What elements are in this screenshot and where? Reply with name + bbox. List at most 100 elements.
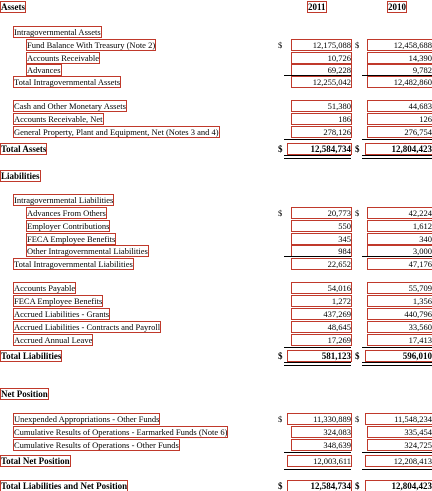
value-2011-unexpended-appropriations: 11,330,889 <box>287 413 352 425</box>
subtotal-rule <box>362 75 432 76</box>
value-2011-total-liabilities: 581,123 <box>287 350 352 362</box>
value-2011-accrued-grants: 437,269 <box>291 308 352 320</box>
subtotal-rule <box>362 256 432 257</box>
subtotal-rule <box>362 452 432 453</box>
total-double-rule <box>284 155 351 159</box>
value-2011-accrued-contracts-payroll: 48,645 <box>291 321 352 333</box>
row-label-feca-intragov: FECA Employee Benefits <box>25 233 117 245</box>
subtotal-rule <box>362 139 432 140</box>
row-label-feca: FECA Employee Benefits <box>12 295 104 307</box>
value-2011-cumulative-earmarked: 324,083 <box>291 426 352 438</box>
value-2010-total-liabilities-net-position: 12,804,423 <box>365 480 432 491</box>
row-label-ar-net: Accounts Receivable, Net <box>13 113 104 125</box>
value-2011-cumulative-other-funds: 348,639 <box>291 439 352 451</box>
value-2011-ar: 10,726 <box>291 52 352 64</box>
value-2011-fbwt: 12,175,088 <box>291 39 352 51</box>
dollar-sign: $ <box>278 351 283 361</box>
value-2010-cumulative-earmarked: 335,454 <box>367 426 432 438</box>
row-label-ar: Accounts Receivable <box>26 52 100 64</box>
value-2010-total-intragov-liabilities: 47,176 <box>367 258 432 270</box>
row-label-total-assets: Total Assets <box>0 143 48 155</box>
row-label-advances: Advances <box>26 64 62 76</box>
value-2010-cash: 44,683 <box>367 100 432 112</box>
dollar-sign: $ <box>355 208 360 218</box>
total-double-rule <box>284 362 351 366</box>
value-2010-unexpended-appropriations: 11,548,234 <box>365 413 432 425</box>
value-2011-advances-from-others: 20,773 <box>291 207 352 219</box>
row-label-ppe: General Property, Plant and Equipment, N… <box>13 126 220 138</box>
intragov-liabilities-heading: Intragovernmental Liabilities <box>12 194 115 206</box>
value-2011-total-intragov-liabilities: 22,652 <box>291 258 352 270</box>
dollar-sign: $ <box>355 481 360 491</box>
value-2010-advances: 9,782 <box>367 64 432 76</box>
value-2010-accounts-payable: 55,709 <box>367 282 432 294</box>
subtotal-rule <box>362 347 432 348</box>
row-label-employer-contributions: Employer Contributions <box>25 220 111 232</box>
value-2010-advances-from-others: 42,224 <box>367 207 432 219</box>
value-2011-employer-contributions: 550 <box>291 220 352 232</box>
column-header-2010: 2010 <box>387 1 407 13</box>
total-double-rule <box>362 362 432 366</box>
dollar-sign: $ <box>278 414 283 424</box>
row-label-total-liabilities-net-position: Total Liabilities and Net Position <box>0 480 129 491</box>
value-2010-cumulative-other-funds: 324,725 <box>367 439 432 451</box>
dollar-sign: $ <box>355 414 360 424</box>
value-2010-total-assets: 12,804,423 <box>365 143 432 155</box>
row-label-total-liabilities: Total Liabilities <box>0 350 63 362</box>
net-position-heading: Net Position <box>0 388 49 400</box>
subtotal-rule <box>284 347 351 348</box>
liabilities-heading: Liabilities <box>0 170 41 182</box>
value-2011-cash: 51,380 <box>291 100 352 112</box>
value-2010-total-intragov-assets: 12,482,860 <box>367 76 432 88</box>
subtotal-rule <box>284 256 351 257</box>
dollar-sign: $ <box>278 481 283 491</box>
dollar-sign: $ <box>355 351 360 361</box>
value-2010-feca-intragov: 340 <box>367 233 432 245</box>
value-2011-advances: 69,228 <box>291 64 352 76</box>
value-2010-total-net-position: 12,208,413 <box>365 455 432 467</box>
value-2010-accrued-grants: 440,796 <box>367 308 432 320</box>
value-2010-accrued-annual-leave: 17,413 <box>367 334 432 346</box>
row-label-accounts-payable: Accounts Payable <box>12 282 77 294</box>
subtotal-rule <box>284 452 351 453</box>
value-2010-ar-net: 126 <box>367 113 432 125</box>
subtotal-rule <box>362 469 432 470</box>
value-2010-employer-contributions: 1,612 <box>367 220 432 232</box>
dollar-sign: $ <box>278 208 283 218</box>
dollar-sign: $ <box>355 40 360 50</box>
assets-heading: Assets <box>0 1 26 13</box>
row-label-other-intragov-liabilities: Other Intragovernmental Liabilities <box>26 245 149 257</box>
row-label-total-net-position: Total Net Position <box>0 455 71 467</box>
row-label-fbwt: Fund Balance With Treasury (Note 2) <box>25 39 157 51</box>
intragov-assets-heading: Intragovernmental Assets <box>13 26 102 38</box>
value-2010-fbwt: 12,458,688 <box>367 39 432 51</box>
row-label-total-intragov-liabilities: Total Intragovernmental Liabilities <box>13 258 134 270</box>
value-2011-accounts-payable: 54,016 <box>291 282 352 294</box>
dollar-sign: $ <box>278 144 283 154</box>
row-label-accrued-grants: Accrued Liabilities - Grants <box>12 308 111 320</box>
value-2011-total-net-position: 12,003,611 <box>287 455 352 467</box>
row-label-cash: Cash and Other Monetary Assets <box>13 100 127 112</box>
value-2011-accrued-annual-leave: 17,269 <box>291 334 352 346</box>
subtotal-rule <box>284 469 351 470</box>
subtotal-rule <box>284 139 351 140</box>
value-2010-other-intragov-liabilities: 3,000 <box>367 245 432 257</box>
row-label-accrued-annual-leave: Accrued Annual Leave <box>12 334 94 346</box>
value-2010-accrued-contracts-payroll: 33,560 <box>367 321 432 333</box>
value-2011-feca-intragov: 345 <box>291 233 352 245</box>
row-label-accrued-contracts-payroll: Accrued Liabilities - Contracts and Payr… <box>12 321 162 333</box>
row-label-unexpended-appropriations: Unexpended Appropriations - Other Funds <box>12 413 161 425</box>
row-label-total-intragov-assets: Total Intragovernmental Assets <box>12 76 122 88</box>
total-double-rule <box>362 155 432 159</box>
value-2011-total-assets: 12,584,734 <box>287 143 352 155</box>
value-2010-feca: 1,356 <box>367 295 432 307</box>
value-2010-total-liabilities: 596,010 <box>365 350 432 362</box>
dollar-sign: $ <box>355 144 360 154</box>
row-label-cumulative-earmarked: Cumulative Results of Operations - Earma… <box>12 426 229 438</box>
value-2010-ppe: 276,754 <box>367 126 432 138</box>
value-2011-other-intragov-liabilities: 984 <box>291 245 352 257</box>
row-label-advances-from-others: Advances From Others <box>26 207 107 219</box>
column-header-2011: 2011 <box>307 1 327 13</box>
value-2011-total-liabilities-net-position: 12,584,734 <box>287 480 352 491</box>
